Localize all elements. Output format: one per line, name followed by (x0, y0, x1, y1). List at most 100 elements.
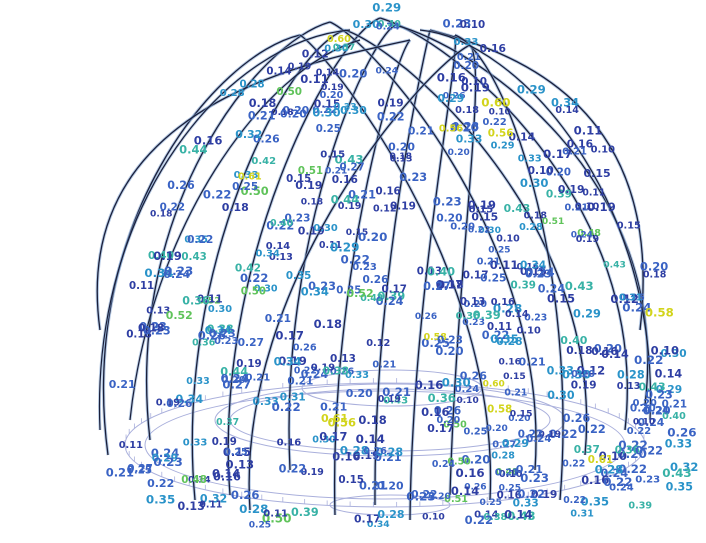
utilization-label: 0.42 (251, 156, 276, 167)
utilization-label: 0.18 (455, 105, 479, 116)
utilization-label: 0.25 (488, 245, 510, 255)
utilization-label: 0.56 (328, 416, 356, 430)
utilization-label: 0.14 (212, 466, 240, 480)
utilization-label: 0.19 (311, 363, 335, 374)
utilization-label: 0.33 (665, 437, 692, 450)
utilization-label: 0.40 (270, 218, 293, 229)
rib-member (248, 44, 471, 511)
utilization-label: 0.34 (205, 324, 232, 337)
utilization-label: 0.10 (460, 19, 485, 31)
utilization-label: 0.19 (295, 179, 322, 192)
utilization-label: 0.31 (280, 392, 306, 404)
utilization-label: 0.24 (376, 295, 404, 308)
utilization-label: 0.30 (312, 106, 340, 120)
utilization-label: 0.24 (455, 384, 480, 395)
utilization-label: 0.23 (433, 195, 462, 209)
utilization-label: 0.16 (194, 134, 223, 148)
utilization-label: 0.21 (562, 146, 587, 157)
utilization-label: 0.19 (538, 429, 561, 440)
utilization-label: 0.15 (510, 409, 533, 420)
utilization-label: 0.24 (601, 467, 629, 480)
utilization-label: 0.22 (147, 477, 174, 490)
utilization-label: 0.32 (670, 460, 698, 474)
utilization-label: 0.19 (298, 225, 325, 238)
base-ring-plan (124, 369, 646, 516)
utilization-label: 0.26 (363, 274, 389, 286)
utilization-label: 0.22 (160, 202, 185, 214)
utilization-label: 0.20 (437, 415, 461, 426)
utilization-label: 0.37 (333, 43, 355, 53)
utilization-label: 0.48 (181, 474, 207, 486)
utilization-label: 0.24 (538, 282, 566, 295)
utilization-label: 0.33 (547, 364, 574, 377)
utilization-label: 0.21 (109, 378, 136, 391)
utilization-label: 0.23 (214, 336, 238, 347)
utilization-label: 0.34 (520, 259, 546, 271)
utilization-label: 0.34 (274, 355, 302, 368)
utilization-label: 0.30 (478, 225, 501, 236)
utilization-label: 0.20 (448, 148, 470, 158)
utilization-label: 0.23 (462, 317, 485, 328)
utilization-label: 0.40 (427, 265, 455, 279)
utilization-label: 0.23 (520, 471, 549, 485)
utilization-label: 0.21 (325, 167, 347, 177)
utilization-label: 0.20 (221, 375, 245, 386)
rib-member (102, 34, 301, 456)
utilization-label: 0.12 (577, 364, 606, 378)
utilization-label: 0.20 (453, 60, 479, 72)
utilization-label: 0.15 (314, 98, 341, 111)
utilization-label: 0.21 (320, 401, 347, 414)
utilization-label: 0.14 (555, 105, 579, 116)
utilization-label: 0.12 (366, 338, 390, 349)
utilization-label: 0.23 (164, 264, 193, 278)
utilization-label: 0.15 (503, 371, 526, 382)
utilization-label: 0.56 (488, 128, 514, 140)
utilization-label: 0.43 (383, 396, 408, 407)
utilization-label: 0.29 (656, 383, 682, 396)
utilization-label: 0.17 (463, 269, 489, 281)
utilization-label: 0.33 (253, 395, 279, 408)
utilization-label: 0.20 (508, 414, 530, 424)
utilization-label: 0.14 (356, 432, 385, 446)
utilization-label: 0.24 (301, 368, 329, 381)
utilization-label: 0.11 (129, 281, 154, 292)
utilization-label: 0.22 (272, 400, 301, 414)
utilization-label: 0.30 (313, 223, 337, 234)
utilization-label: 0.43 (181, 251, 206, 263)
utilization-label: 0.29 (502, 437, 529, 450)
utilization-label: 0.24 (571, 231, 593, 241)
utilization-label: 0.34 (551, 96, 579, 110)
utilization-label: 0.25 (224, 447, 247, 458)
utilization-label: 0.24 (525, 265, 555, 279)
utilization-label: 0.18 (301, 197, 323, 207)
utilization-label: 0.20 (358, 230, 387, 244)
utilization-label: 0.20 (428, 491, 451, 502)
utilization-label: 0.15 (471, 210, 498, 223)
utilization-label: 0.22 (635, 444, 663, 457)
utilization-label: 0.21 (382, 385, 411, 399)
utilization-label: 0.26 (563, 412, 591, 425)
base-ring (144, 390, 626, 500)
utilization-label: 0.40 (662, 411, 686, 422)
utilization-label: 0.33 (513, 498, 539, 510)
utilization-label: 0.21 (246, 372, 271, 383)
utilization-label: 0.13 (146, 305, 170, 316)
utilization-label: 0.20 (346, 387, 373, 400)
utilization-label: 0.14 (474, 510, 498, 521)
utilization-label: 0.21 (408, 125, 434, 137)
utilization-label: 0.28 (220, 88, 245, 99)
utilization-label: 0.30 (442, 376, 471, 390)
utilization-label: 0.43 (662, 466, 691, 480)
utilization-label: 0.15 (338, 474, 364, 486)
utilization-label: 0.26 (434, 404, 462, 417)
utilization-label: 0.38 (323, 365, 349, 378)
utilization-label: 0.23 (635, 474, 660, 485)
utilization-label: 0.19 (278, 354, 307, 368)
utilization-label: 0.19 (156, 397, 180, 408)
utilization-label: 0.61 (321, 412, 348, 425)
utilization-label: 0.28 (491, 451, 515, 462)
utilization-label: 0.15 (320, 150, 345, 161)
utilization-label: 0.19 (390, 201, 416, 213)
utilization-label: 0.22 (279, 463, 307, 476)
utilization-label: 0.18 (524, 211, 548, 222)
